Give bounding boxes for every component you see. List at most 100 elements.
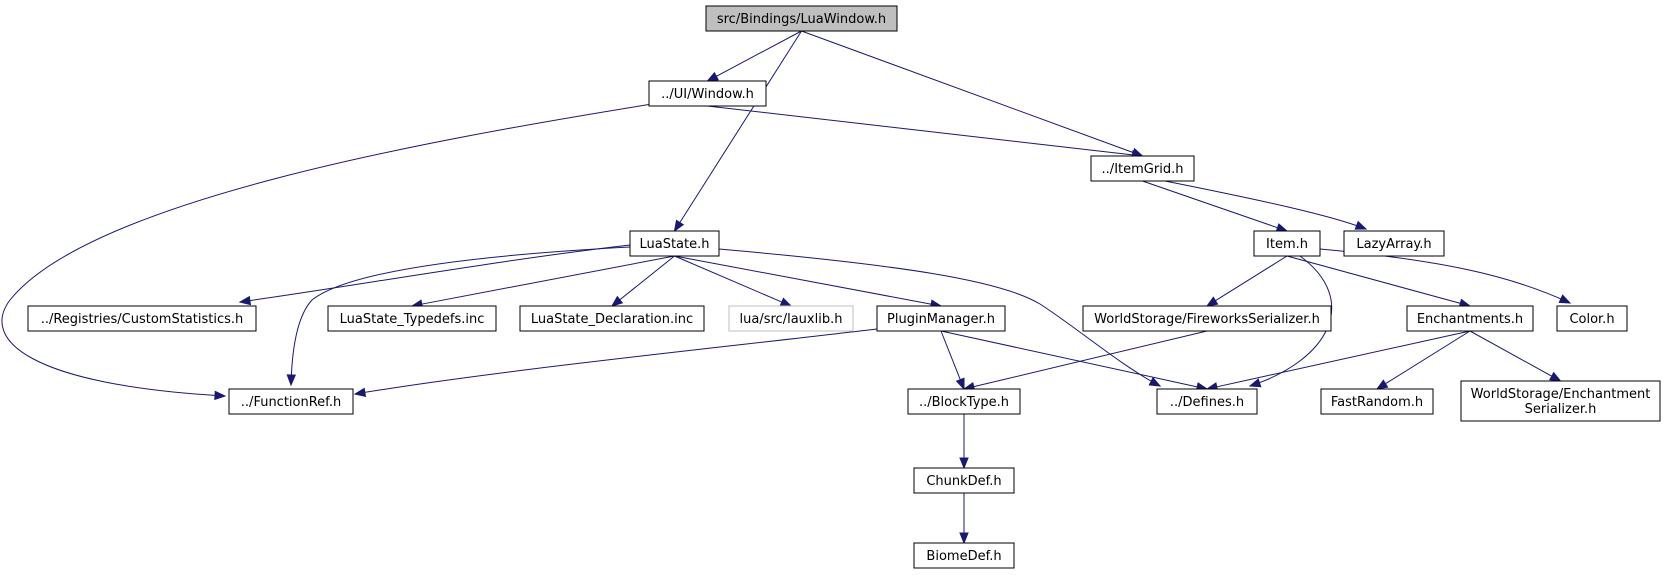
node-label: WorldStorage/Enchantment: [1471, 387, 1651, 402]
edge-luawindow-to-uiwindow: [706, 30, 802, 82]
header-nodes: src/Bindings/LuaWindow.h ../UI/Window.h..…: [27, 5, 1661, 569]
node-label: Color.h: [1569, 312, 1614, 327]
node-label: ../BlockType.h: [919, 395, 1009, 410]
node-label: ../UI/Window.h: [661, 87, 754, 102]
arrowhead: [959, 457, 969, 470]
node-label: BiomeDef.h: [926, 549, 1001, 564]
edge-luastate-to-customstats: [238, 244, 631, 306]
edge-line: [1384, 330, 1471, 385]
node-box: [1556, 305, 1628, 332]
arrowhead: [1248, 378, 1262, 388]
node-box: [327, 305, 497, 332]
node-pluginmanager[interactable]: PluginManager.h: [876, 305, 1006, 332]
node-biomedef[interactable]: BiomeDef.h: [913, 542, 1015, 569]
node-box: [913, 467, 1015, 494]
edge-line: [420, 255, 675, 305]
edge-luawindow-to-itemgrid: [801, 30, 1144, 157]
edge-line: [674, 255, 933, 305]
arrowhead: [673, 219, 685, 233]
node-lauxlib[interactable]: lua/src/lauxlib.h: [728, 305, 854, 332]
edge-luawindow-to-luastate: [673, 30, 802, 233]
dependency-edges: [1, 30, 1572, 545]
node-uiwindow[interactable]: ../UI/Window.h: [648, 80, 767, 107]
node-label: ../Registries/CustomStatistics.h: [41, 312, 244, 327]
node-label: ../FunctionRef.h: [241, 395, 341, 410]
node-defines[interactable]: ../Defines.h: [1156, 388, 1258, 415]
edge-line: [1214, 255, 1288, 302]
node-box: [728, 305, 854, 332]
arrowhead: [286, 374, 296, 387]
edge-itemgrid-to-item: [1142, 180, 1289, 233]
edge-enchantments-to-defines: [1205, 330, 1471, 392]
node-box: [913, 542, 1015, 569]
node-typedefs[interactable]: LuaState_Typedefs.inc: [327, 305, 497, 332]
node-declaration[interactable]: LuaState_Declaration.inc: [519, 305, 705, 332]
node-lazyarray[interactable]: LazyArray.h: [1343, 230, 1445, 257]
arrowhead: [353, 387, 367, 397]
edge-blocktype-to-chunkdef: [959, 414, 969, 470]
edge-item-to-fireworks: [1205, 255, 1288, 307]
edge-luastate-to-functionref: [286, 246, 631, 387]
node-label: PluginManager.h: [887, 312, 995, 327]
node-itemgrid[interactable]: ../ItemGrid.h: [1090, 155, 1195, 182]
node-box: [1156, 388, 1258, 415]
arrowhead: [1275, 223, 1289, 233]
edge-line: [801, 30, 1135, 154]
node-box: [519, 305, 705, 332]
node-label: LuaState_Typedefs.inc: [340, 312, 485, 327]
node-label: FastRandom.h: [1331, 395, 1423, 410]
edge-fireworks-to-blocktype: [962, 330, 1208, 392]
node-customstats[interactable]: ../Registries/CustomStatistics.h: [27, 305, 257, 332]
node-label: Enchantments.h: [1417, 312, 1523, 327]
node-blocktype[interactable]: ../BlockType.h: [907, 388, 1021, 415]
edge-enchantments-to-fastrandom: [1375, 330, 1471, 390]
node-item[interactable]: Item.h: [1253, 230, 1321, 257]
node-box: [1320, 388, 1434, 415]
edge-line: [940, 330, 962, 381]
edge-chunkdef-to-biomedef: [959, 493, 969, 545]
edge-line: [707, 105, 1134, 156]
edge-line: [1215, 330, 1471, 388]
edge-enchantments-to-enchserializer: [1469, 330, 1562, 382]
edge-pluginmanager-to-defines: [940, 330, 1209, 392]
node-label: LuaState.h: [639, 237, 709, 252]
node-box: [1343, 230, 1445, 257]
node-fastrandom[interactable]: FastRandom.h: [1320, 388, 1434, 415]
node-label: LuaState_Declaration.inc: [531, 312, 693, 327]
node-box: [228, 388, 354, 415]
node-fireworks[interactable]: WorldStorage/FireworksSerializer.h: [1082, 305, 1332, 332]
arrowhead: [779, 297, 793, 307]
edge-item-to-enchantments: [1286, 255, 1472, 308]
node-box: [1090, 155, 1195, 182]
edge-line: [1, 103, 653, 397]
arrowhead: [214, 390, 227, 401]
node-enchantments[interactable]: Enchantments.h: [1406, 305, 1534, 332]
edge-line: [715, 30, 802, 78]
node-color[interactable]: Color.h: [1556, 305, 1628, 332]
arrowhead: [959, 532, 969, 545]
node-luastate[interactable]: LuaState.h: [629, 230, 720, 257]
arrowhead: [1354, 220, 1368, 230]
edge-line: [972, 330, 1208, 388]
edge-luastate-to-typedefs: [410, 255, 675, 309]
node-chunkdef[interactable]: ChunkDef.h: [913, 467, 1015, 494]
node-luawindow[interactable]: src/Bindings/LuaWindow.h: [705, 5, 898, 32]
edge-line: [1164, 180, 1367, 230]
edge-luastate-to-lauxlib: [674, 255, 793, 307]
arrowhead: [1558, 294, 1572, 304]
arrowhead: [238, 295, 252, 306]
edge-luastate-to-defines: [718, 248, 1162, 387]
node-label: Item.h: [1266, 237, 1308, 252]
arrowhead: [1148, 376, 1162, 387]
node-box: [1253, 230, 1321, 257]
node-box: [27, 305, 257, 332]
arrowhead: [1205, 296, 1219, 307]
node-functionref[interactable]: ../FunctionRef.h: [228, 388, 354, 415]
edge-line: [1142, 180, 1279, 229]
node-box: [907, 388, 1021, 415]
edge-line: [354, 328, 878, 395]
edge-line: [674, 255, 783, 303]
edge-itemgrid-to-lazyarray: [1164, 180, 1368, 230]
node-box: [1460, 380, 1661, 422]
